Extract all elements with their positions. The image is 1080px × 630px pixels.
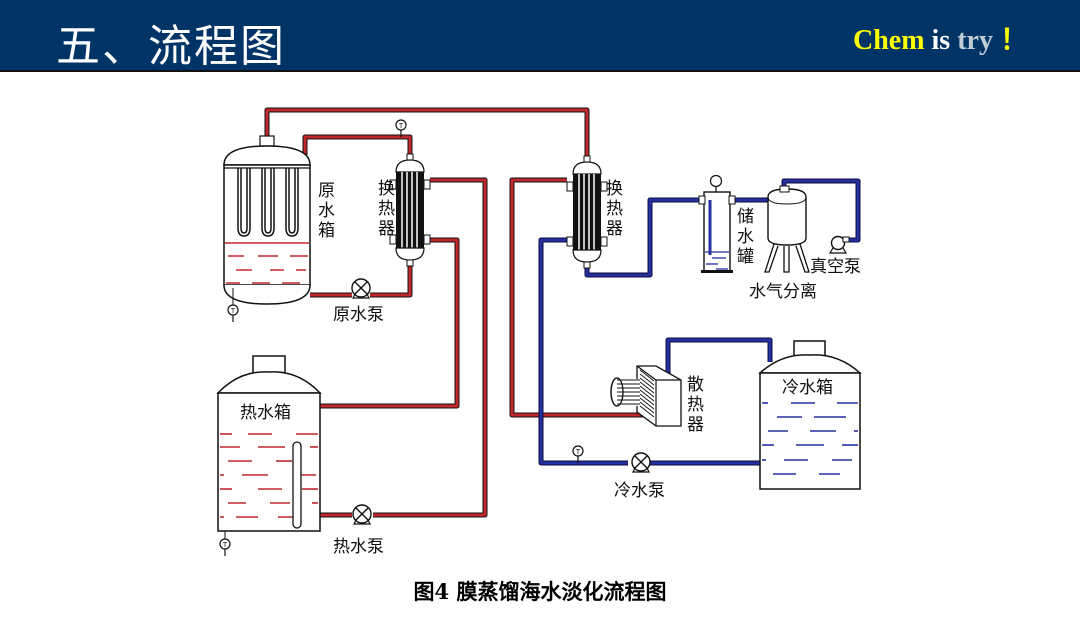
slide-header: 五、流程图 Chem is try ！ bbox=[0, 0, 1080, 72]
hx1-label-2: 热 bbox=[378, 199, 395, 219]
figure-caption: 图4 膜蒸馏海水淡化流程图 bbox=[413, 579, 667, 604]
hot-pipes bbox=[264, 107, 665, 518]
cold-water-tank bbox=[758, 340, 862, 490]
raw-tank-label-2: 水 bbox=[318, 201, 335, 221]
hot-pump-label: 热水泵 bbox=[333, 537, 384, 557]
motto-is: is bbox=[931, 25, 951, 56]
radiator-label-1: 散 bbox=[687, 375, 704, 395]
hx1-label-1: 换 bbox=[378, 179, 395, 199]
hx1-gauge-icon bbox=[395, 119, 407, 138]
raw-pump-label: 原水泵 bbox=[333, 305, 384, 325]
raw-water-pump-icon bbox=[351, 278, 371, 299]
motto-try: try bbox=[957, 25, 993, 56]
storage-label-2: 水 bbox=[737, 227, 754, 247]
hot-tank-gauge-icon bbox=[219, 538, 231, 557]
separator-label: 水气分离 bbox=[749, 282, 817, 302]
hx1-label-3: 器 bbox=[378, 219, 395, 239]
raw-tank-label-1: 原 bbox=[318, 181, 335, 201]
raw-water-tank bbox=[223, 135, 311, 323]
vacuum-pump-icon bbox=[828, 235, 850, 254]
raw-tank-gauge-icon bbox=[227, 304, 239, 323]
cold-tank-label: 冷水箱 bbox=[782, 378, 833, 398]
radiator bbox=[610, 365, 682, 427]
cold-pipes bbox=[538, 178, 861, 466]
cold-water-pump-icon bbox=[631, 452, 651, 473]
radiator-label-2: 热 bbox=[687, 395, 704, 415]
storage-label-1: 储 bbox=[737, 207, 754, 227]
hot-water-pump-icon bbox=[352, 504, 372, 525]
hx2-label-1: 换 bbox=[606, 179, 623, 199]
heat-exchanger-1 bbox=[389, 153, 431, 267]
motto: Chem is try ！ bbox=[853, 18, 1028, 58]
hx2-label-2: 热 bbox=[606, 199, 623, 219]
cold-pipe-gauge-icon bbox=[572, 445, 584, 464]
motto-chem: Chem bbox=[852, 25, 925, 56]
motto-exclaim: ！ bbox=[999, 25, 1028, 56]
heat-exchanger-2 bbox=[566, 155, 608, 269]
hx2-label-3: 器 bbox=[606, 219, 623, 239]
slide-title: 五、流程图 bbox=[56, 21, 286, 72]
storage-label-3: 罐 bbox=[737, 247, 754, 267]
water-storage-tank bbox=[698, 174, 736, 273]
hot-water-tank bbox=[216, 355, 322, 557]
radiator-label-3: 器 bbox=[687, 415, 704, 435]
hot-tank-label: 热水箱 bbox=[240, 403, 291, 423]
raw-tank-label-3: 箱 bbox=[318, 221, 335, 241]
vacuum-pump-label: 真空泵 bbox=[810, 257, 861, 277]
water-gas-separator bbox=[764, 185, 810, 273]
cold-pump-label: 冷水泵 bbox=[614, 481, 665, 501]
